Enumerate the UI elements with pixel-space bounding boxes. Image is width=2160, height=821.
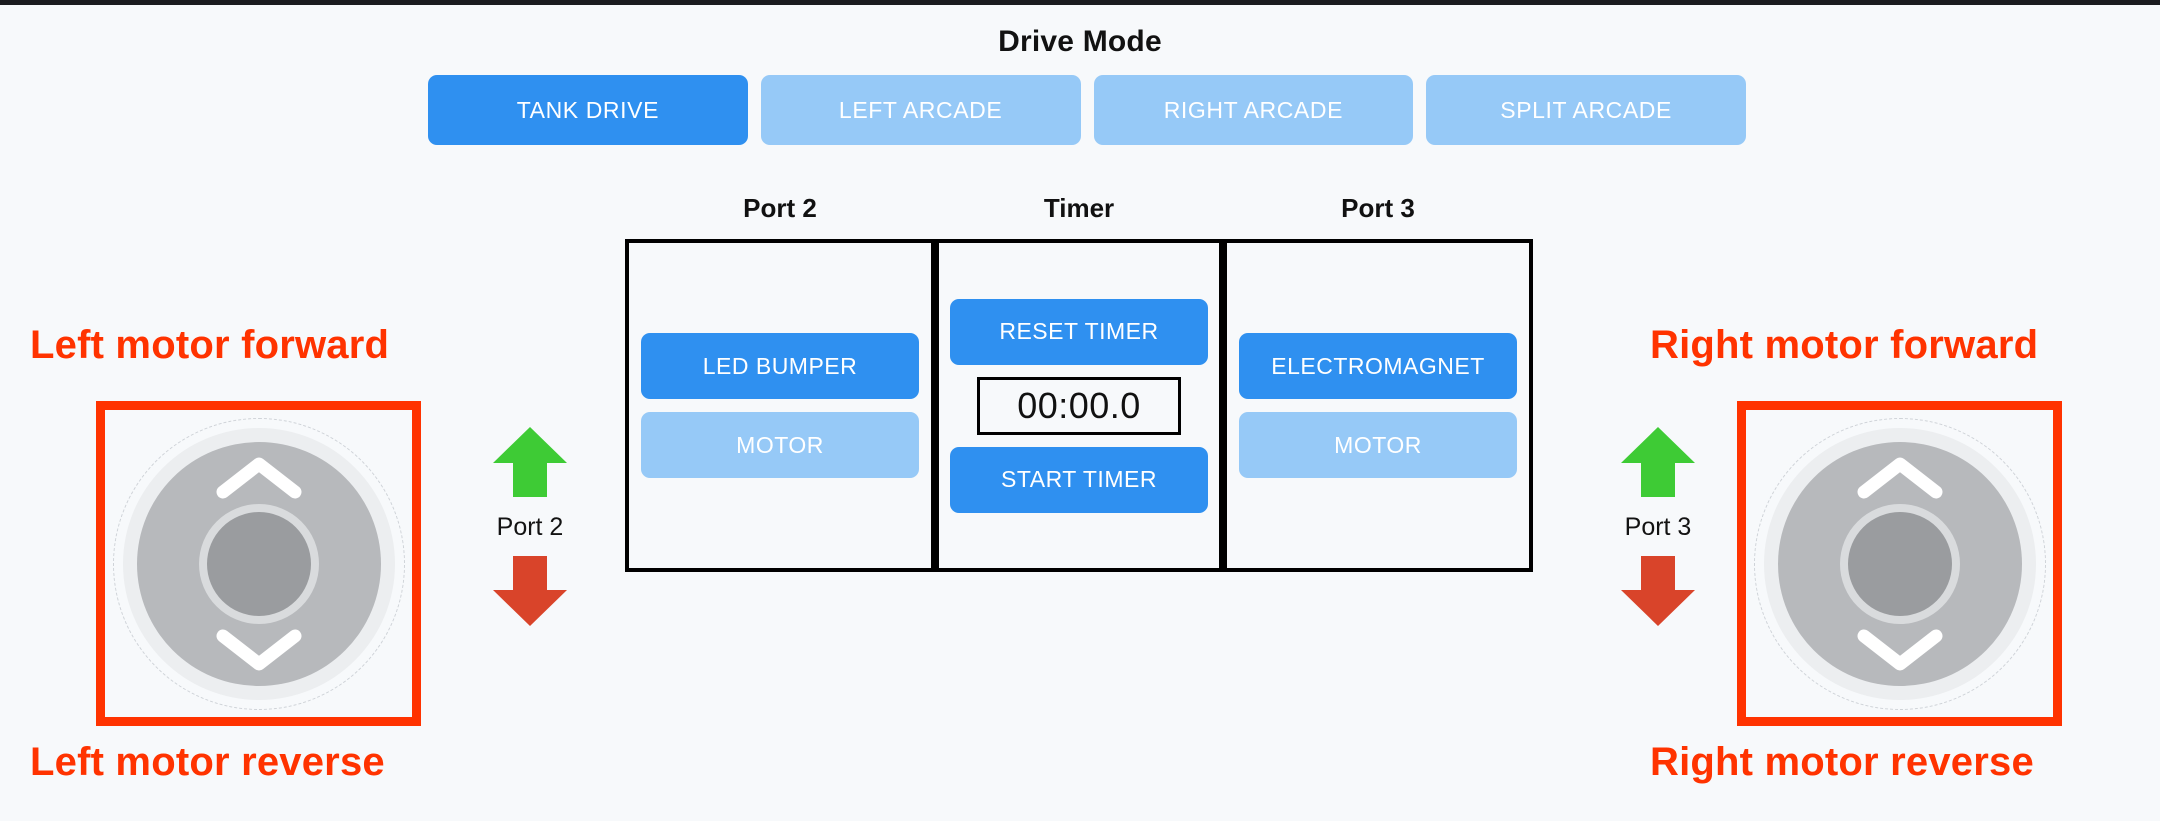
chevron-up-icon[interactable] — [213, 454, 305, 500]
chevron-down-icon[interactable] — [213, 628, 305, 674]
annotation-right-motor-forward: Right motor forward — [1650, 323, 2039, 367]
port3-panel: ELECTROMAGNET MOTOR — [1223, 239, 1533, 572]
left-port-arrow-group: Port 2 — [450, 425, 610, 628]
arrow-down-icon — [493, 556, 567, 626]
drive-mode-tank-drive-button[interactable]: TANK DRIVE — [428, 75, 748, 145]
port3-motor-button[interactable]: MOTOR — [1239, 412, 1517, 478]
drive-mode-left-arcade-button[interactable]: LEFT ARCADE — [760, 75, 1081, 145]
left-joystick-highlight-box — [96, 401, 421, 726]
start-timer-button[interactable]: START TIMER — [950, 446, 1208, 513]
port3-electromagnet-button[interactable]: ELECTROMAGNET — [1239, 333, 1517, 399]
right-joystick[interactable] — [1753, 417, 2046, 710]
annotation-right-motor-reverse: Right motor reverse — [1650, 740, 2034, 784]
left-port-label: Port 2 — [496, 513, 564, 541]
console-header-row: Port 2 Timer Port 3 — [625, 193, 1533, 224]
drive-mode-title: Drive Mode — [998, 25, 1162, 58]
left-joystick-container — [96, 401, 421, 726]
timer-panel: RESET TIMER 00:00.0 START TIMER — [935, 239, 1223, 572]
port2-led-bumper-button[interactable]: LED BUMPER — [641, 333, 919, 399]
top-chrome-bar — [0, 0, 2160, 5]
right-joystick-container — [1737, 401, 2062, 726]
right-joystick-inner — [1746, 410, 2053, 717]
reset-timer-button[interactable]: RESET TIMER — [950, 298, 1208, 365]
chevron-down-icon[interactable] — [1854, 628, 1946, 674]
console-header-port3: Port 3 — [1341, 193, 1415, 223]
left-joystick[interactable] — [112, 417, 405, 710]
left-joystick-outer-boundary — [112, 417, 405, 710]
right-port-arrow-group: Port 3 — [1578, 425, 1738, 628]
port2-motor-button[interactable]: MOTOR — [641, 412, 919, 478]
annotation-left-motor-forward: Left motor forward — [30, 323, 390, 367]
left-joystick-knob[interactable] — [206, 511, 311, 616]
right-joystick-highlight-box — [1737, 401, 2062, 726]
drive-mode-right-arcade-button[interactable]: RIGHT ARCADE — [1093, 75, 1414, 145]
arrow-down-icon — [1621, 556, 1695, 626]
drive-mode-split-arcade-button[interactable]: SPLIT ARCADE — [1426, 75, 1746, 145]
arrow-up-icon — [1621, 427, 1695, 497]
annotation-left-motor-reverse: Left motor reverse — [30, 740, 385, 784]
drive-mode-button-group: TANK DRIVE LEFT ARCADE RIGHT ARCADE SPLI… — [428, 75, 1746, 145]
port2-panel: LED BUMPER MOTOR — [625, 239, 935, 572]
right-port-label: Port 3 — [1624, 513, 1692, 541]
arrow-up-icon — [493, 427, 567, 497]
right-joystick-outer-boundary — [1753, 417, 2046, 710]
chevron-up-icon[interactable] — [1854, 454, 1946, 500]
left-joystick-inner — [105, 410, 412, 717]
timer-display: 00:00.0 — [977, 376, 1181, 435]
right-joystick-knob[interactable] — [1847, 511, 1952, 616]
console-header-port2: Port 2 — [743, 193, 817, 223]
console-header-timer: Timer — [1043, 193, 1115, 223]
device-console: LED BUMPER MOTOR RESET TIMER 00:00.0 STA… — [625, 239, 1533, 572]
controller-ui-stage: Drive Mode TANK DRIVE LEFT ARCADE RIGHT … — [0, 5, 2160, 821]
